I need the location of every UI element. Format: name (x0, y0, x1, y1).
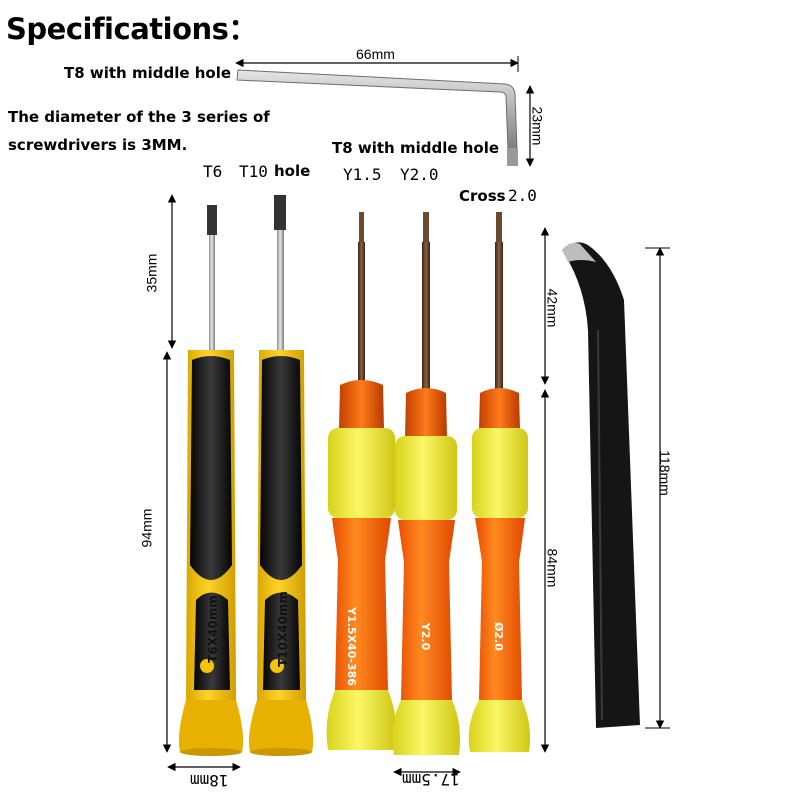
dim-handle-orange: 84mm (544, 548, 561, 588)
dim-black-width: 18mm (190, 771, 229, 790)
dim-wrench-height: 23mm (529, 106, 546, 146)
page-title: Specifications： (6, 12, 257, 46)
label-t10: T10 (239, 162, 268, 181)
dim-tweezers: 118mm (656, 450, 673, 496)
screwdriver-y15 (326, 212, 397, 750)
label-y15: Y1.5 (343, 165, 382, 184)
handle-label-cross: Ø2.0 (491, 622, 505, 651)
handle-label-t6: T6X40mm (205, 595, 220, 663)
diameter-note-line1: The diameter of the 3 series of (8, 108, 270, 126)
label-cross: Cross (459, 187, 506, 205)
dim-orange-width: 17.5mm (402, 770, 460, 789)
label-cross-value: 2.0 (508, 186, 537, 205)
screwdriver-y20 (392, 212, 461, 755)
dim-bit-orange: 42mm (544, 288, 561, 328)
dim-handle-black: 94mm (138, 508, 155, 548)
dim-bit-black: 35mm (143, 253, 160, 293)
wrench-note: T8 with middle hole (64, 64, 232, 82)
diameter-note-line2: screwdrivers is 3MM. (8, 136, 188, 154)
label-t8-note: T8 with middle hole (332, 139, 500, 157)
screwdriver-cross (468, 212, 531, 752)
handle-label-t10: T10X40mm (275, 591, 290, 667)
screwdriver-t10 (248, 195, 314, 756)
label-y20: Y2.0 (400, 165, 439, 184)
label-t10-hole: hole (274, 162, 311, 180)
handle-label-y20: Y2.0 (419, 622, 433, 651)
screwdriver-t6 (178, 205, 244, 756)
l-wrench (236, 69, 518, 166)
label-t6: T6 (203, 162, 223, 181)
handle-label-y15: Y1.5X40-386 (344, 607, 358, 686)
dim-wrench-length: 66mm (356, 46, 395, 62)
tweezers (562, 242, 640, 728)
